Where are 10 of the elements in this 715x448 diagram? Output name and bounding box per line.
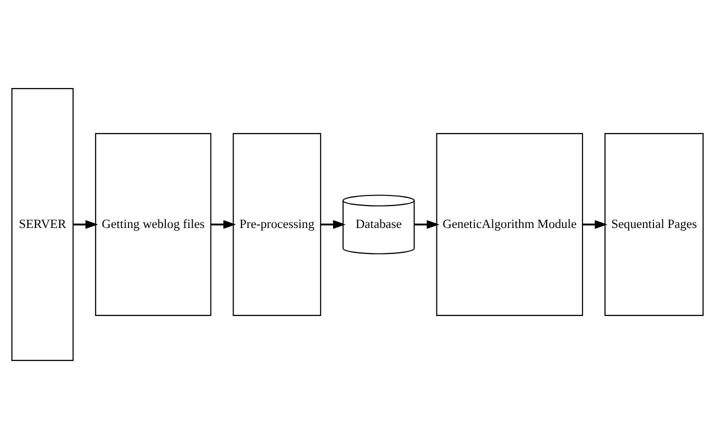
node-box: Sequential Pages: [604, 132, 704, 316]
arrow: [320, 220, 346, 228]
arrow: [211, 220, 236, 228]
node-box: SERVER: [11, 88, 74, 360]
arrow: [414, 220, 440, 228]
node-box: GeneticAlgorithm Module: [436, 132, 584, 316]
node-box: Pre-processing: [232, 132, 322, 316]
arrow: [582, 220, 608, 228]
node-box: Getting weblog files: [95, 132, 212, 316]
arrow: [73, 220, 98, 228]
